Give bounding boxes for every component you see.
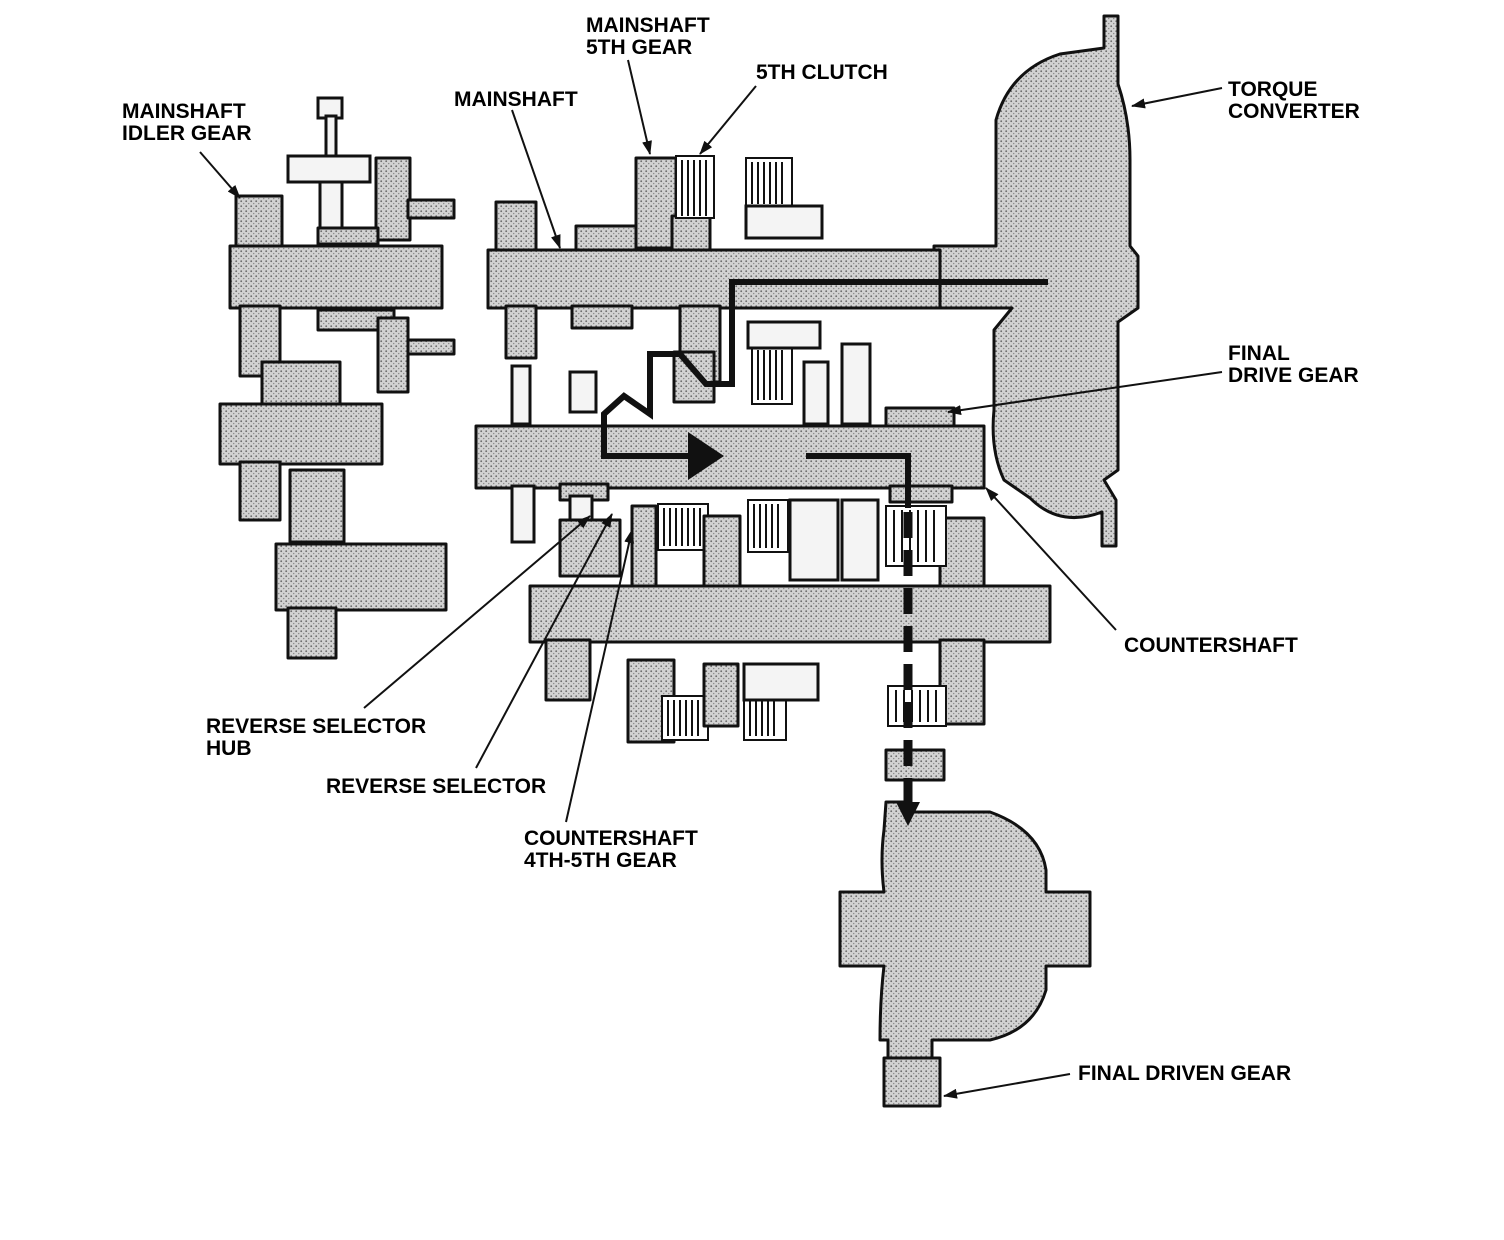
- power-flow-path: [601, 279, 1048, 826]
- countershaft-4th-5th-gear-label: COUNTERSHAFT 4TH-5TH GEAR: [524, 827, 704, 872]
- final-drive-shaft-assembly: [474, 342, 986, 544]
- final-driven-gear-label: FINAL DRIVEN GEAR: [1078, 1062, 1291, 1085]
- torque-converter-label: TORQUE CONVERTER: [1228, 78, 1360, 123]
- idler-mainshaft: [228, 244, 444, 310]
- idler-countershaft: [274, 542, 448, 612]
- countershaft-assembly: [528, 498, 1052, 744]
- clutch-plates: [663, 160, 937, 736]
- countershaft-4th-5th-gear-part: [630, 504, 658, 594]
- mainshaft-5th-gear-part: [634, 156, 678, 250]
- fifth-clutch-label: 5TH CLUTCH: [756, 61, 888, 84]
- mainshaft-5th-gear-label: MAINSHAFT 5TH GEAR: [586, 14, 716, 59]
- differential-case: [838, 800, 1092, 1062]
- idler-shaft-assembly: [218, 96, 456, 660]
- final-drive-gear-label: FINAL DRIVE GEAR: [1228, 342, 1359, 387]
- mainshaft-idler-gear-label: MAINSHAFT IDLER GEAR: [122, 100, 252, 145]
- countershaft-label: COUNTERSHAFT: [1124, 634, 1298, 657]
- idler-shaft: [218, 402, 384, 466]
- differential-assembly: [838, 748, 1092, 1108]
- leader-lines: [199, 59, 1223, 1099]
- reverse-selector-label: REVERSE SELECTOR: [326, 775, 546, 798]
- reverse-selector-hub-label: REVERSE SELECTOR HUB: [206, 715, 432, 760]
- final-driven-gear-part: [882, 1056, 942, 1108]
- power-flow-solid: [601, 279, 1048, 480]
- power-flow-final-drive: [806, 453, 911, 508]
- mainshaft-label: MAINSHAFT: [454, 88, 578, 111]
- power-flow-end-arrow: [896, 802, 920, 826]
